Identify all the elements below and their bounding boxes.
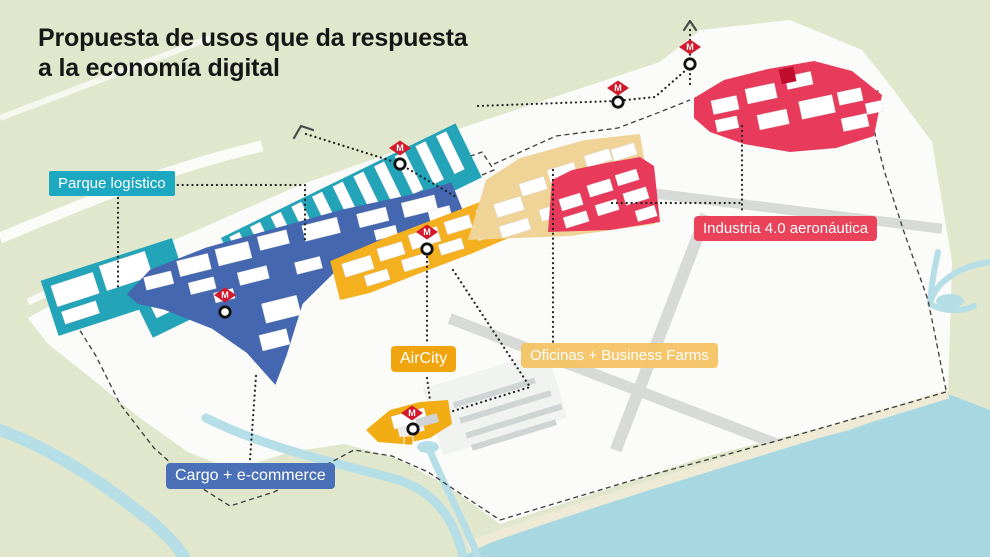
sea <box>462 394 990 557</box>
title-line-1: Propuesta de usos que da respuesta <box>38 24 468 52</box>
perimeter-north <box>493 99 691 165</box>
river-terminal <box>424 442 482 557</box>
station-icon <box>683 57 697 71</box>
cercanias-rail-icon <box>403 435 414 446</box>
peoplemover-line <box>448 268 532 414</box>
connector-parque-right <box>161 183 307 242</box>
river-west <box>0 424 190 557</box>
metro-letter: M <box>221 290 229 300</box>
chevron-up-icon <box>682 19 698 32</box>
zone-detail <box>778 66 797 85</box>
station-icon <box>420 242 434 256</box>
metro-letter: M <box>423 227 431 237</box>
metro-marker-5: M <box>214 287 236 319</box>
runway-cross <box>610 212 712 453</box>
chevron-upleft-icon <box>292 124 315 140</box>
metro-diamond-icon <box>607 80 629 96</box>
station-icon <box>218 305 232 319</box>
road <box>0 35 212 121</box>
metro-diamond-icon <box>214 287 236 303</box>
terminal-pier <box>459 390 552 424</box>
metro-letter: M <box>396 143 404 153</box>
creek-pool <box>936 294 964 308</box>
metro-letter: M <box>686 42 694 52</box>
beach-strip <box>466 389 950 551</box>
station-icon <box>611 95 625 109</box>
terminal-building <box>415 413 439 428</box>
river-central <box>201 413 468 557</box>
zone-industria-mid <box>548 157 660 232</box>
airport-platform <box>28 20 952 524</box>
label-industria-aeronautica: Industria 4.0 aeronáutica <box>694 216 878 241</box>
station-icon <box>393 157 407 171</box>
creek-east <box>927 249 990 314</box>
connector-aircity-down <box>425 376 432 402</box>
metro-marker-6: M <box>401 405 423 446</box>
metro-letter: M <box>408 408 416 418</box>
metro-line-west <box>304 132 460 200</box>
metro-marker-2: M <box>607 80 629 109</box>
label-cargo-ecommerce: Cargo + e-commerce <box>166 463 335 489</box>
page-title: Propuesta de usos que da respuesta a la … <box>38 24 468 83</box>
perimeter-coast <box>499 391 947 521</box>
metro-marker-4: M <box>416 224 438 256</box>
metro-marker-1: M <box>679 39 701 71</box>
zone-industria-aeronautica <box>694 61 884 152</box>
station-icon <box>406 422 420 436</box>
terminal-apron <box>422 350 568 456</box>
metro-diamond-icon <box>389 140 411 156</box>
metro-markers: M M M M M M <box>214 39 701 446</box>
connector-cargo <box>248 374 258 462</box>
label-aircity: AirCity <box>391 346 457 372</box>
metro-letter: M <box>614 83 622 93</box>
terminal-pier <box>465 403 563 439</box>
zone-shape <box>694 61 882 152</box>
label-oficinas-business-farms: Oficinas + Business Farms <box>521 343 718 368</box>
metro-diamond-icon <box>401 405 423 421</box>
terminal-pier <box>452 377 536 409</box>
metro-marker-3: M <box>389 140 411 171</box>
metro-diamond-icon <box>416 224 438 240</box>
metro-diamond-icon <box>679 39 701 55</box>
terminal-pier <box>471 419 557 451</box>
perimeter-west <box>61 301 501 521</box>
label-parque-logistico: Parque logístico <box>49 171 175 196</box>
title-line-2: a la economía digital <box>38 53 280 82</box>
